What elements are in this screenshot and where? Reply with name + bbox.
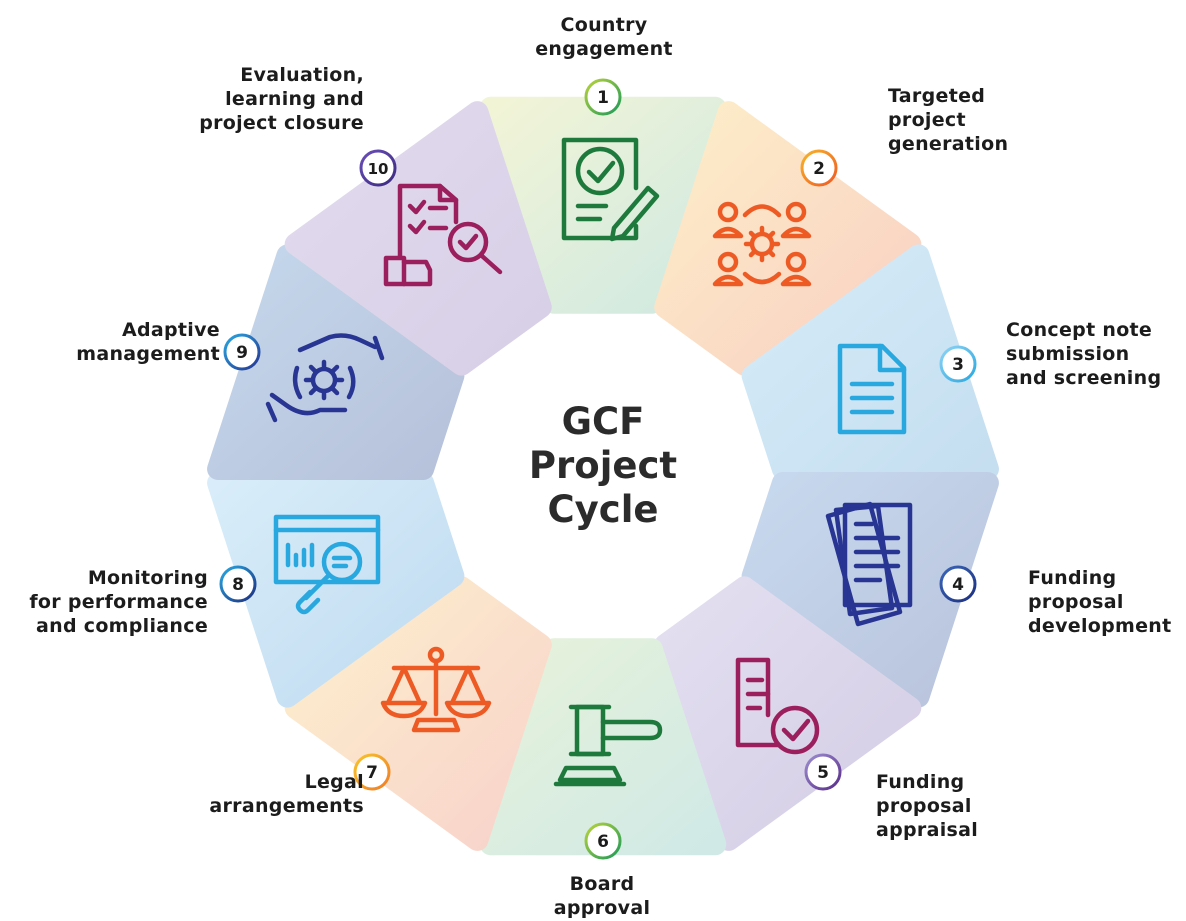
step-5-number-badge: 5 (804, 753, 842, 791)
hands-gear-cycle-icon (265, 333, 385, 423)
step-7-number: 7 (366, 763, 378, 783)
step-2-number: 2 (813, 159, 825, 179)
step-3-segment (741, 244, 999, 481)
step-1-number: 1 (597, 88, 609, 108)
step-10-number-badge: 10 (359, 149, 397, 187)
document-icon (837, 343, 907, 435)
step-8-label: Monitoring for performance and complianc… (29, 567, 208, 637)
checklist-review-icon (383, 183, 503, 287)
step-9-label: Adaptive management (76, 319, 220, 365)
step-8-number: 8 (232, 575, 244, 595)
step-3-label: Concept note submission and screening (1006, 319, 1162, 389)
step-9-segment (207, 244, 465, 481)
gavel-icon (553, 704, 663, 787)
step-9-number: 9 (236, 343, 248, 363)
step-5-segment (654, 576, 922, 851)
approved-document-icon (735, 657, 820, 755)
team-network-gear-icon (712, 201, 812, 287)
step-4-segment (741, 471, 999, 708)
step-8-number-badge: 8 (219, 565, 257, 603)
step-4-label: Funding proposal development (1028, 567, 1172, 637)
step-2-label: Targeted project generation (888, 85, 1009, 155)
step-5-label: Funding proposal appraisal (876, 771, 979, 841)
signed-document-icon (561, 137, 660, 242)
step-9-number-badge: 9 (223, 333, 261, 371)
title-line: GCF (561, 400, 645, 443)
title-line: Cycle (547, 488, 659, 531)
diagram-title: GCF Project Cycle (529, 400, 677, 532)
step-10-label: Evaluation, learning and project closure (199, 64, 364, 134)
step-3-number: 3 (952, 355, 964, 375)
step-6-number-badge: 6 (584, 822, 622, 860)
step-6-label: Board approval (553, 873, 651, 919)
step-1-label: Country engagement (535, 14, 673, 60)
step-10-number: 10 (368, 160, 389, 178)
step-10-segment (284, 101, 552, 376)
title-line: Project (528, 444, 678, 487)
scales-icon (380, 646, 492, 733)
step-5-number: 5 (817, 763, 829, 783)
step-7-label: Legal arrangements (209, 771, 364, 817)
step-1-number-badge: 1 (584, 78, 622, 116)
step-3-number-badge: 3 (939, 345, 977, 383)
dashboard-magnifier-icon (273, 514, 381, 615)
document-stack-icon (825, 501, 913, 627)
step-6-number: 6 (597, 832, 609, 852)
step-7-number-badge: 7 (353, 753, 391, 791)
step-2-number-badge: 2 (800, 149, 838, 187)
step-4-number: 4 (952, 575, 964, 595)
step-2-segment (654, 101, 922, 376)
step-4-number-badge: 4 (939, 565, 977, 603)
